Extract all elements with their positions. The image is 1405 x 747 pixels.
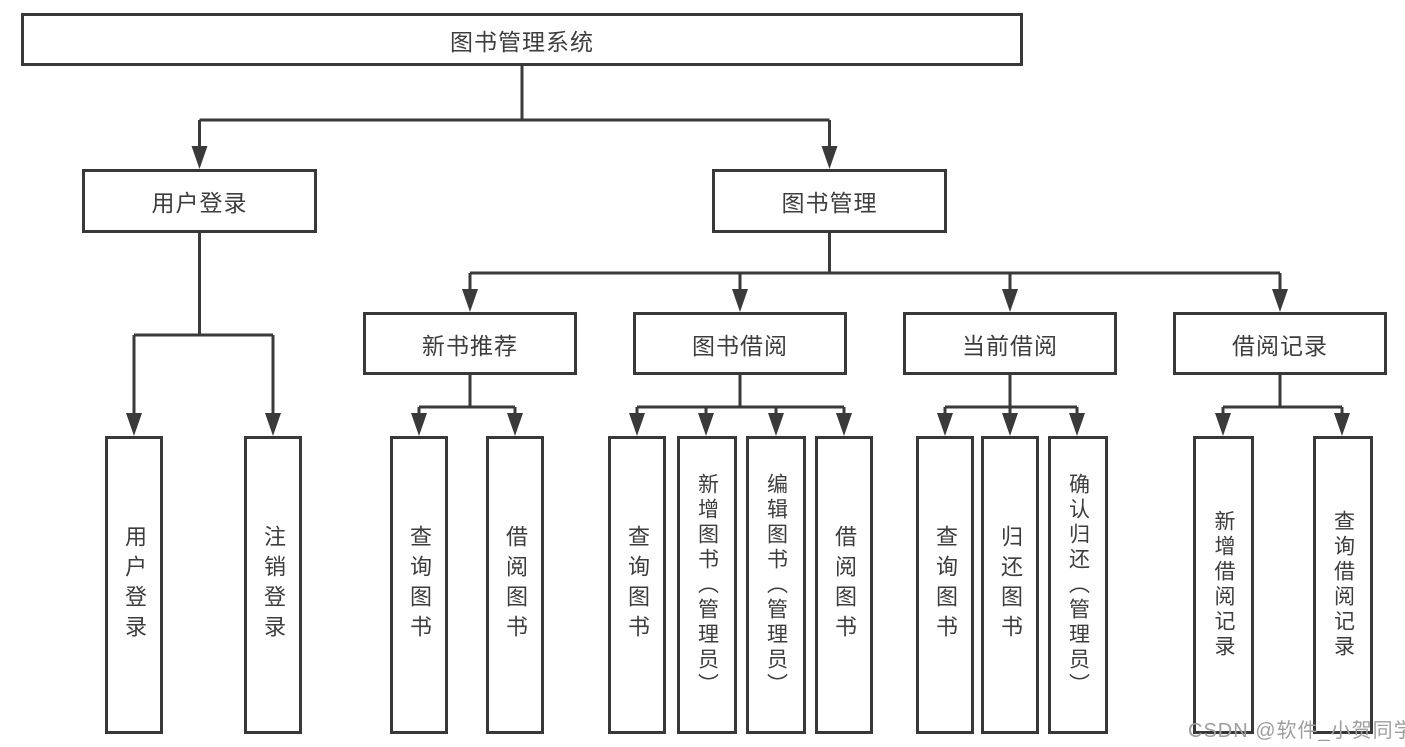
node-borrowing-records: 借阅记录 [1173,312,1387,375]
node-new-book-recommend: 新书推荐 [363,312,577,375]
csdn-watermark: CSDN @软件_小贺同学 [1188,720,1405,742]
leaf-edit-books-admin: 编辑图书（管理员） [746,436,806,734]
node-library-management-system: 图书管理系统 [21,13,1023,66]
leaf-logout: 注销登录 [244,436,302,734]
leaf-confirm-return-admin: 确认归还（管理员） [1048,436,1108,734]
leaf-borrow-books: 借阅图书 [815,436,873,734]
node-user-login: 用户登录 [82,169,317,233]
leaf-query-borrow-record: 查询借阅记录 [1313,436,1373,734]
leaf-return-books: 归还图书 [981,436,1039,734]
leaf-add-books-admin: 新增图书（管理员） [677,436,737,734]
leaf-add-borrow-record: 新增借阅记录 [1193,436,1254,734]
node-book-borrowing: 图书借阅 [633,312,847,375]
node-current-borrowing: 当前借阅 [903,312,1117,375]
leaf-borrow-books-recommend: 借阅图书 [486,436,544,734]
leaf-query-books-borrowing: 查询图书 [608,436,666,734]
leaf-user-login: 用户登录 [105,436,163,734]
leaf-query-books-current: 查询图书 [916,436,974,734]
node-book-management: 图书管理 [712,169,947,233]
leaf-query-books-recommend: 查询图书 [390,436,448,734]
